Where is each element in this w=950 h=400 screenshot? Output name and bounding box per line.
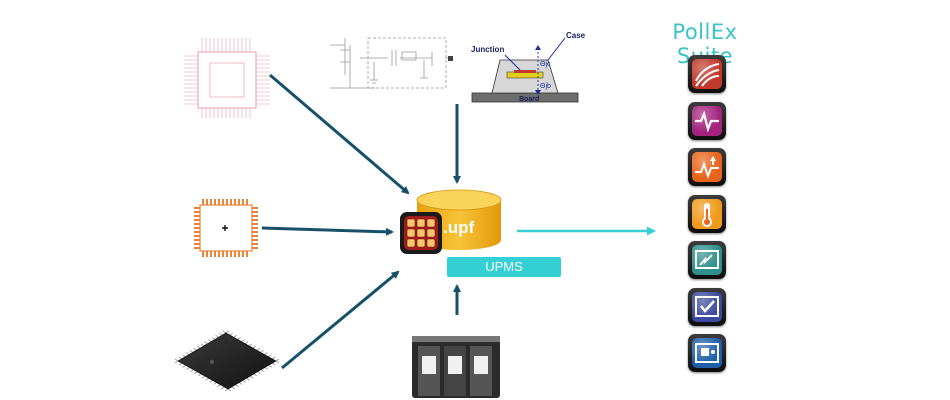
case-label: Case: [566, 31, 586, 40]
board-label: Board: [519, 96, 539, 103]
qfp-chip-image: [174, 330, 280, 392]
upf-label: .upf: [443, 218, 474, 237]
pcb-artwork-icon: [688, 55, 726, 93]
theta-jc-label: Θjc: [540, 61, 551, 68]
thermal-junction-diagram: [471, 37, 579, 103]
checkbox-verify-icon: [688, 287, 726, 326]
arrow-from-chip-image: [281, 270, 400, 370]
screen-verify-icon: [688, 241, 726, 279]
qfp-chip-outline: [194, 199, 258, 257]
pin-layout-drawing: [184, 38, 270, 118]
arrow-from-pin-layout: [269, 73, 410, 195]
signal-waveform-icon: [688, 101, 726, 140]
circuit-schematic: [330, 37, 453, 89]
thermometer-icon: [688, 194, 726, 233]
power-integrity-icon: [688, 148, 726, 186]
upms-app-icon: [400, 212, 442, 254]
junction-label: Junction: [471, 45, 504, 54]
theta-jb-label: Θjb: [540, 83, 551, 90]
chip-board-icon: [688, 334, 726, 372]
upms-label: UPMS: [447, 257, 561, 277]
assembly-machine-image: [412, 336, 500, 398]
arrow-from-qfp-outline: [261, 226, 394, 236]
input-arrows: [261, 73, 461, 370]
